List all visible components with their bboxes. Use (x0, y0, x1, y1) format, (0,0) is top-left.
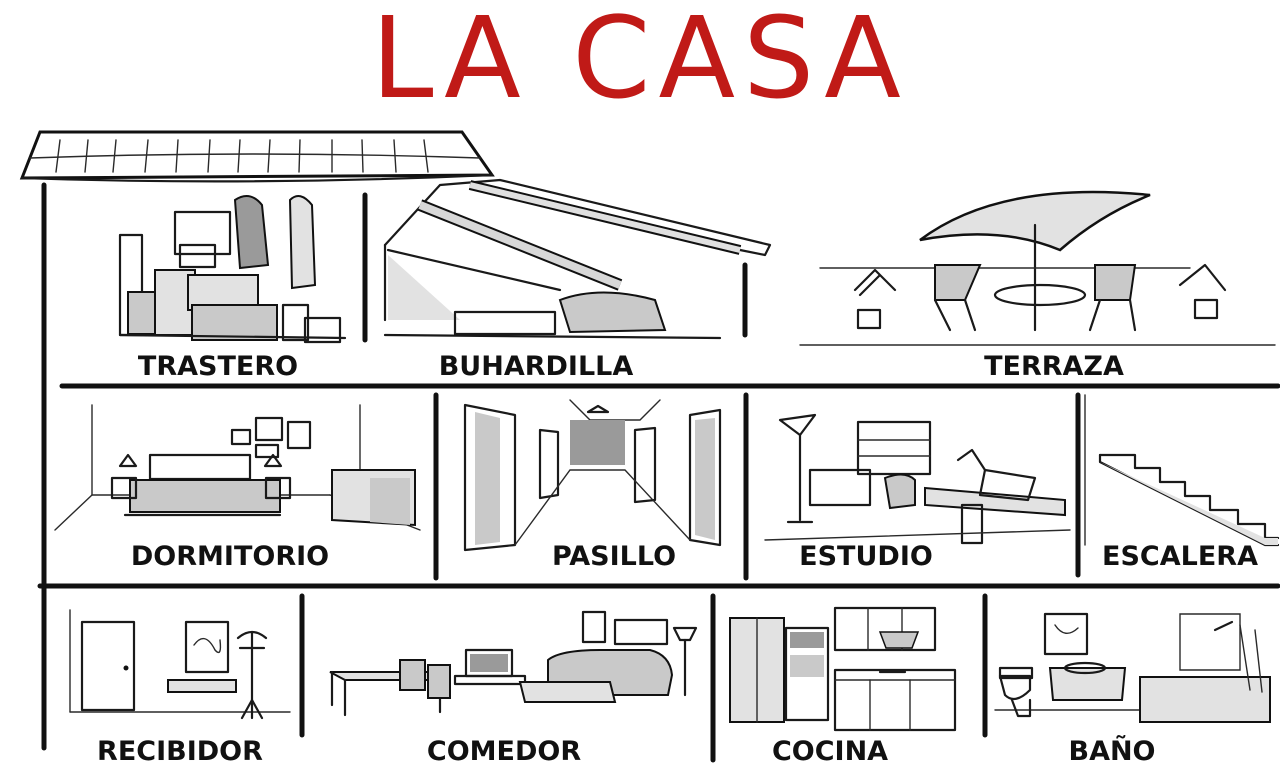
room-label-estudio: ESTUDIO (799, 541, 933, 572)
room-label-buhardilla: BUHARDILLA (439, 351, 634, 382)
room-label-recibidor: RECIBIDOR (97, 736, 263, 766)
room-label-trastero: TRASTERO (138, 351, 298, 382)
room-label-dormitorio: DORMITORIO (131, 541, 329, 572)
roof-tiles (19, 130, 495, 183)
page-title: LA CASA (371, 0, 909, 124)
house-frame (37, 182, 1280, 763)
pasillo-illustration (463, 399, 722, 552)
cocina-illustration (729, 606, 957, 732)
trastero-illustration (118, 195, 347, 344)
room-label-escalera: ESCALERA (1102, 541, 1258, 572)
room-label-comedor: COMEDOR (427, 736, 581, 766)
buhardilla-illustration (383, 178, 772, 340)
bano-illustration (994, 612, 1271, 723)
comedor-illustration (329, 610, 698, 717)
room-label-terraza: TERRAZA (984, 351, 1124, 382)
room-label-pasillo: PASILLO (552, 541, 676, 572)
room-label-bano: BAÑO (1068, 735, 1155, 766)
terraza-illustration (799, 190, 1276, 346)
estudio-illustration (764, 413, 1071, 545)
escalera-illustration (1084, 394, 1280, 547)
dormitorio-illustration (54, 404, 421, 531)
recibidor-illustration (69, 609, 291, 720)
room-label-cocina: COCINA (772, 736, 888, 766)
